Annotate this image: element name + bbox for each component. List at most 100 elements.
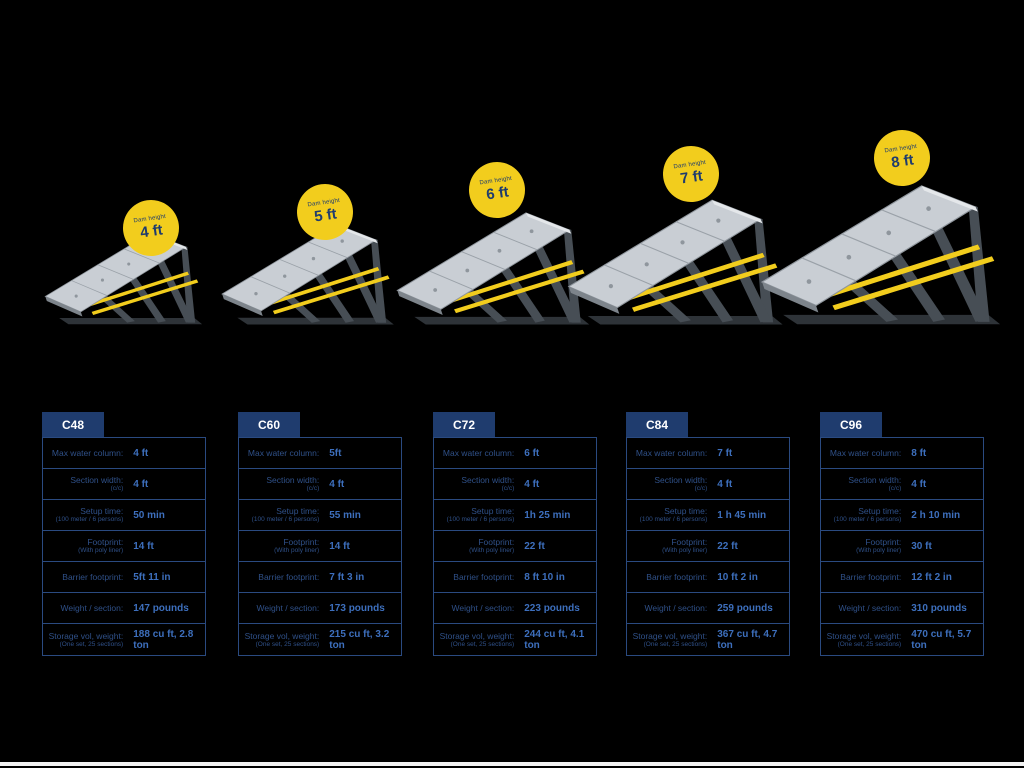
spec-label: Storage vol, weight:(One set, 25 section… xyxy=(43,631,127,649)
spec-label: Barrier footprint: xyxy=(239,572,323,582)
spec-row: Footprint:(With poly liner) 22 ft xyxy=(627,531,789,562)
spec-row: Storage vol, weight:(One set, 25 section… xyxy=(239,624,401,655)
badge-value: 5 ft xyxy=(313,205,338,226)
spec-label-sub: (One set, 25 sections) xyxy=(837,640,902,648)
spec-label: Max water column: xyxy=(627,448,711,458)
spec-label: Section width:(c/c) xyxy=(43,475,127,493)
spec-label: Weight / section: xyxy=(434,603,518,613)
spec-table-c48: Max water column: 4 ft Section width:(c/… xyxy=(42,437,206,656)
spec-label-text: Footprint: xyxy=(865,537,902,547)
spec-label-text: Weight / section: xyxy=(838,602,902,613)
spec-value: 4 ft xyxy=(524,478,540,490)
spec-label-text: Setup time: xyxy=(471,506,515,516)
spec-row: Weight / section: 310 pounds xyxy=(821,593,983,624)
spec-label: Max water column: xyxy=(821,448,905,458)
model-tab-c60: C60 xyxy=(238,412,300,437)
spec-row: Setup time:(100 meter / 6 persons) 1 h 4… xyxy=(627,500,789,531)
spec-label: Setup time:(100 meter / 6 persons) xyxy=(821,506,905,524)
spec-row: Storage vol, weight:(One set, 25 section… xyxy=(821,624,983,655)
spec-row: Section width:(c/c) 4 ft xyxy=(821,469,983,500)
spec-table-c84: Max water column: 7 ft Section width:(c/… xyxy=(626,437,790,656)
spec-label-text: Section width: xyxy=(654,475,708,485)
spec-label: Max water column: xyxy=(43,448,127,458)
spec-label-text: Barrier footprint: xyxy=(258,571,320,582)
spec-value: 5ft 11 in xyxy=(133,571,171,583)
spec-value: 188 cu ft, 2.8 ton xyxy=(133,628,194,651)
spec-label-text: Storage vol, weight: xyxy=(632,630,708,641)
spec-row: Setup time:(100 meter / 6 persons) 2 h 1… xyxy=(821,500,983,531)
spec-value: 55 min xyxy=(329,509,361,521)
spec-value: 4 ft xyxy=(329,478,345,490)
spec-value: 30 ft xyxy=(911,540,932,552)
spec-row: Weight / section: 147 pounds xyxy=(43,593,205,624)
spec-value: 470 cu ft, 5.7 ton xyxy=(911,628,972,651)
spec-label: Weight / section: xyxy=(43,603,127,613)
spec-label-text: Barrier footprint: xyxy=(646,571,708,582)
badge-value: 7 ft xyxy=(679,167,704,188)
spec-label-text: Section width: xyxy=(848,475,902,485)
spec-label-text: Max water column: xyxy=(635,447,708,458)
model-tab-c48: C48 xyxy=(42,412,104,437)
spec-label-text: Footprint: xyxy=(478,537,515,547)
spec-row: Footprint:(With poly liner) 22 ft xyxy=(434,531,596,562)
spec-label-text: Barrier footprint: xyxy=(840,571,902,582)
spec-label: Setup time:(100 meter / 6 persons) xyxy=(434,506,518,524)
spec-label-sub: (With poly liner) xyxy=(856,547,902,555)
spec-label: Weight / section: xyxy=(821,603,905,613)
spec-label-text: Setup time: xyxy=(664,506,708,516)
spec-label-sub: (c/c) xyxy=(501,485,515,493)
spec-label-sub: (One set, 25 sections) xyxy=(643,640,708,648)
spec-value: 22 ft xyxy=(717,540,738,552)
spec-label: Setup time:(100 meter / 6 persons) xyxy=(43,506,127,524)
spec-value: 4 ft xyxy=(133,447,149,459)
spec-label-sub: (With poly liner) xyxy=(274,547,320,555)
spec-label-sub: (With poly liner) xyxy=(469,547,515,555)
spec-value: 50 min xyxy=(133,509,165,521)
spec-row: Storage vol, weight:(One set, 25 section… xyxy=(627,624,789,655)
spec-value: 215 cu ft, 3.2 ton xyxy=(329,628,390,651)
spec-row: Section width:(c/c) 4 ft xyxy=(434,469,596,500)
spec-label-text: Max water column: xyxy=(442,447,515,458)
spec-row: Max water column: 8 ft xyxy=(821,438,983,469)
spec-label: Footprint:(With poly liner) xyxy=(434,537,518,555)
spec-table-c72: Max water column: 6 ft Section width:(c/… xyxy=(433,437,597,656)
spec-value: 12 ft 2 in xyxy=(911,571,952,583)
spec-value: 244 cu ft, 4.1 ton xyxy=(524,628,585,651)
spec-label-text: Section width: xyxy=(266,475,320,485)
spec-label-text: Footprint: xyxy=(671,537,708,547)
spec-label-text: Storage vol, weight: xyxy=(48,630,124,641)
spec-row: Barrier footprint: 8 ft 10 in xyxy=(434,562,596,593)
spec-label: Setup time:(100 meter / 6 persons) xyxy=(627,506,711,524)
bottom-edge xyxy=(0,762,1024,766)
spec-table-c96: Max water column: 8 ft Section width:(c/… xyxy=(820,437,984,656)
spec-value: 10 ft 2 in xyxy=(717,571,758,583)
spec-row: Max water column: 6 ft xyxy=(434,438,596,469)
spec-value: 7 ft 3 in xyxy=(329,571,365,583)
spec-row: Footprint:(With poly liner) 30 ft xyxy=(821,531,983,562)
spec-label: Section width:(c/c) xyxy=(821,475,905,493)
spec-label-text: Max water column: xyxy=(247,447,320,458)
spec-label-text: Storage vol, weight: xyxy=(244,630,320,641)
badge-value: 4 ft xyxy=(139,221,164,242)
spec-label-sub: (c/c) xyxy=(110,485,124,493)
spec-row: Max water column: 7 ft xyxy=(627,438,789,469)
spec-value: 8 ft 10 in xyxy=(524,571,565,583)
spec-label-text: Barrier footprint: xyxy=(62,571,124,582)
spec-row: Barrier footprint: 12 ft 2 in xyxy=(821,562,983,593)
product-column-c48: C48 Max water column: 4 ft Section width… xyxy=(42,412,206,656)
spec-value: 14 ft xyxy=(329,540,350,552)
badge-value: 6 ft xyxy=(485,183,510,204)
spec-value: 223 pounds xyxy=(524,602,580,614)
spec-label-text: Barrier footprint: xyxy=(453,571,515,582)
spec-row: Setup time:(100 meter / 6 persons) 50 mi… xyxy=(43,500,205,531)
spec-value: 22 ft xyxy=(524,540,545,552)
spec-label-sub: (c/c) xyxy=(888,485,902,493)
spec-value: 5ft xyxy=(329,447,342,459)
spec-row: Barrier footprint: 5ft 11 in xyxy=(43,562,205,593)
spec-value: 4 ft xyxy=(717,478,733,490)
spec-label-sub: (100 meter / 6 persons) xyxy=(833,516,902,524)
spec-label: Barrier footprint: xyxy=(43,572,127,582)
spec-label-text: Section width: xyxy=(70,475,124,485)
spec-label-text: Weight / section: xyxy=(60,602,124,613)
